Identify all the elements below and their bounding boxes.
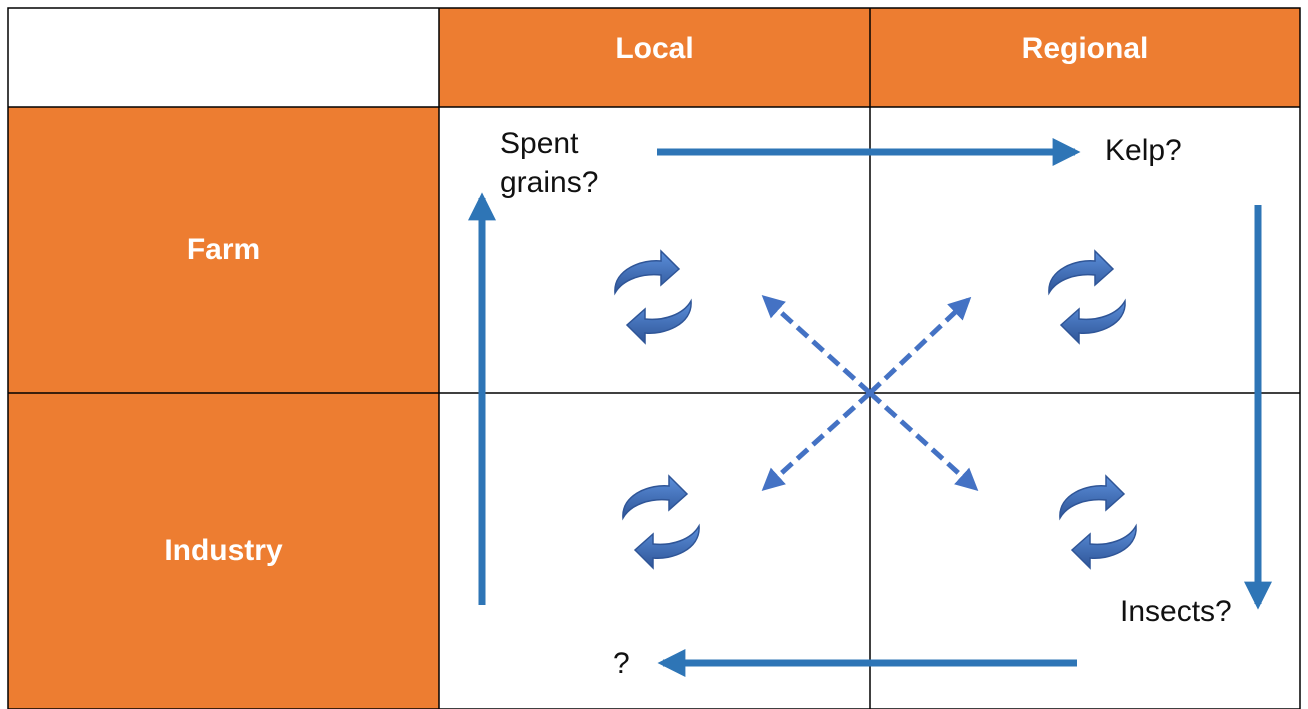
row-header-industry: Industry: [8, 393, 439, 709]
column-header-local: Local: [439, 8, 870, 107]
dashed-arrow-top-right: [868, 296, 972, 395]
item-spent-grains: Spent grains?: [500, 127, 599, 199]
cycle-icon: [614, 250, 692, 344]
item-unknown: ?: [613, 647, 630, 680]
row-header-farm: Farm: [8, 107, 439, 393]
corner-cell: [8, 8, 439, 107]
dashed-arrow-bottom-right: [868, 391, 979, 492]
column-header-regional-label: Regional: [1021, 32, 1149, 65]
row-header-farm-label: Farm: [186, 233, 261, 266]
item-insects: Insects?: [1120, 595, 1232, 628]
cycle-icon: [622, 475, 700, 569]
grid-lines: [7, 7, 1301, 709]
row-header-industry-label: Industry: [164, 534, 283, 567]
dashed-arrow-top-left: [761, 294, 872, 395]
cycle-icon: [1048, 250, 1126, 344]
dashed-arrow-bottom-left: [761, 391, 872, 492]
column-header-local-label: Local: [615, 32, 694, 65]
cycle-icon: [1059, 475, 1137, 569]
column-header-regional: Regional: [870, 8, 1300, 107]
item-kelp: Kelp?: [1105, 134, 1182, 167]
